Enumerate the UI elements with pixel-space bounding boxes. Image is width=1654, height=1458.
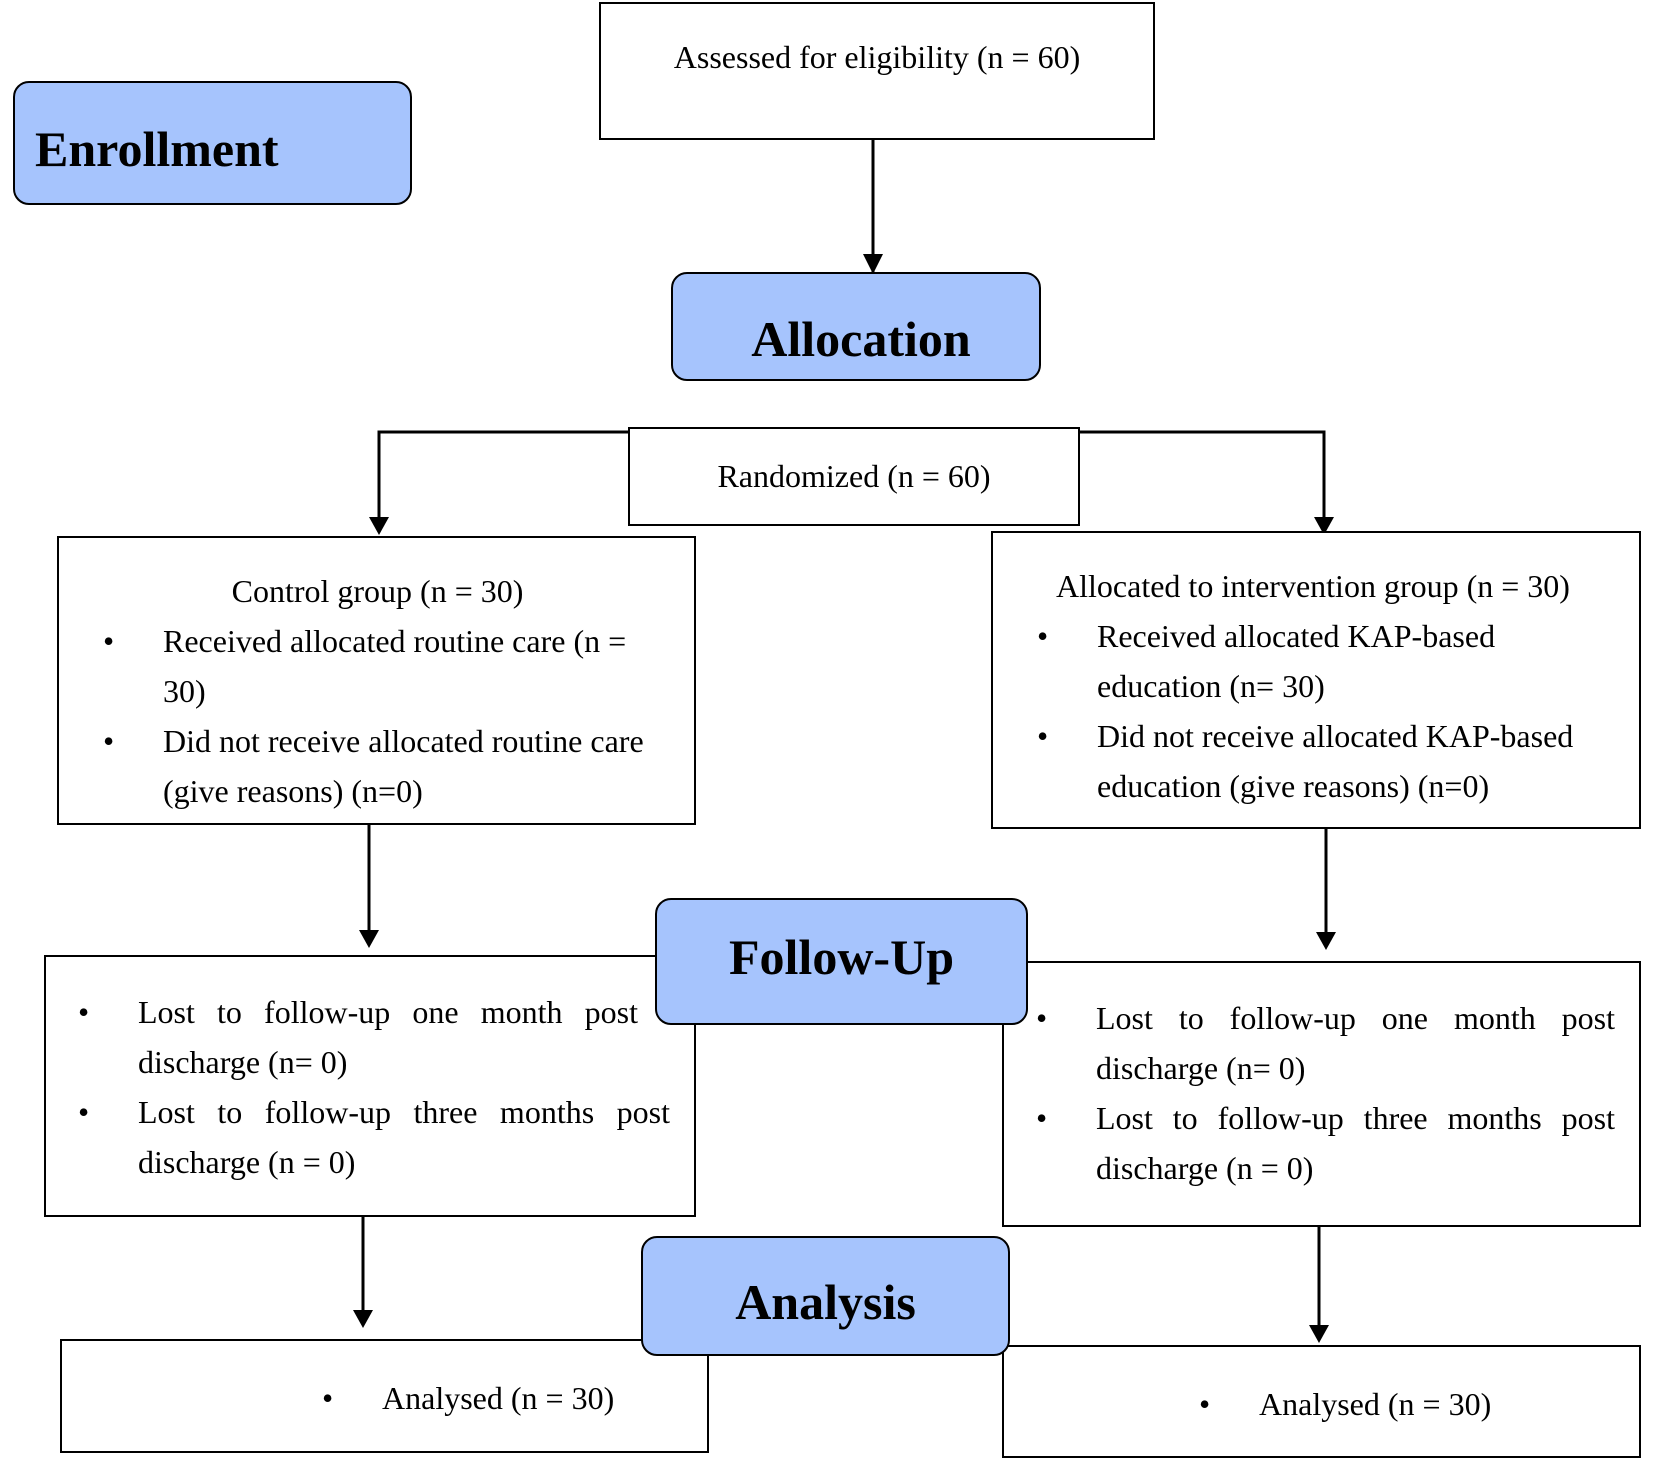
intervention-lost-one-month-item: Lost to follow-up one month post dischar… (1016, 993, 1615, 1093)
control-not-received-item: Did not receive allocated routine care (… (83, 716, 658, 816)
control-lost-one-month-item: Lost to follow-up one month post dischar… (58, 987, 670, 1087)
assessed-text: Assessed for eligibility (n = 60) (673, 39, 1081, 75)
control-group-title: Control group (n = 30) (231, 573, 524, 609)
arrowhead-intervention-analysis (1309, 1325, 1329, 1343)
arrow-randomized-to-intervention (1079, 430, 1326, 520)
control-followup-box: Lost to follow-up one month post dischar… (44, 955, 696, 1217)
intervention-received-item: Received allocated KAP-based education (… (1017, 611, 1609, 711)
arrowhead-control-followup (359, 930, 379, 948)
intervention-group-title: Allocated to intervention group (n = 30) (1056, 568, 1570, 604)
followup-stage-label: Follow-Up (655, 898, 1028, 1025)
randomized-box: Randomized (n = 60) (628, 427, 1080, 526)
intervention-analysis-box: Analysed (n = 30) (1002, 1345, 1641, 1458)
intervention-followup-box: Lost to follow-up one month post dischar… (1002, 961, 1641, 1227)
arrowhead-intervention (1314, 517, 1334, 535)
control-lost-three-months-item: Lost to follow-up three months post disc… (58, 1087, 670, 1187)
arrow-randomized-to-control (377, 430, 628, 520)
intervention-lost-three-months-item: Lost to follow-up three months post disc… (1016, 1093, 1615, 1193)
arrowhead-allocation (863, 254, 883, 274)
analysis-stage-label: Analysis (641, 1236, 1010, 1356)
allocation-label-text: Allocation (751, 310, 971, 367)
intervention-group-box: Allocated to intervention group (n = 30)… (991, 531, 1641, 829)
enrollment-stage-label: Enrollment (13, 81, 412, 205)
control-received-item: Received allocated routine care (n = 30) (83, 616, 658, 716)
intervention-not-received-item: Did not receive allocated KAP-based educ… (1017, 711, 1609, 811)
randomized-text: Randomized (n = 60) (717, 458, 991, 494)
intervention-analysed-item: Analysed (n = 30) (1179, 1379, 1639, 1429)
allocation-stage-label: Allocation (671, 272, 1041, 381)
control-analysed-item: Analysed (n = 30) (302, 1373, 707, 1423)
arrowhead-intervention-followup (1316, 932, 1336, 950)
arrowhead-control (369, 517, 389, 535)
enrollment-label-text: Enrollment (35, 121, 279, 177)
analysis-label-text: Analysis (735, 1274, 916, 1330)
followup-label-text: Follow-Up (729, 928, 954, 985)
control-group-box: Control group (n = 30) Received allocate… (57, 536, 696, 825)
assessed-box: Assessed for eligibility (n = 60) (599, 2, 1155, 140)
arrowhead-control-analysis (353, 1310, 373, 1328)
control-analysis-box: Analysed (n = 30) (60, 1339, 709, 1453)
